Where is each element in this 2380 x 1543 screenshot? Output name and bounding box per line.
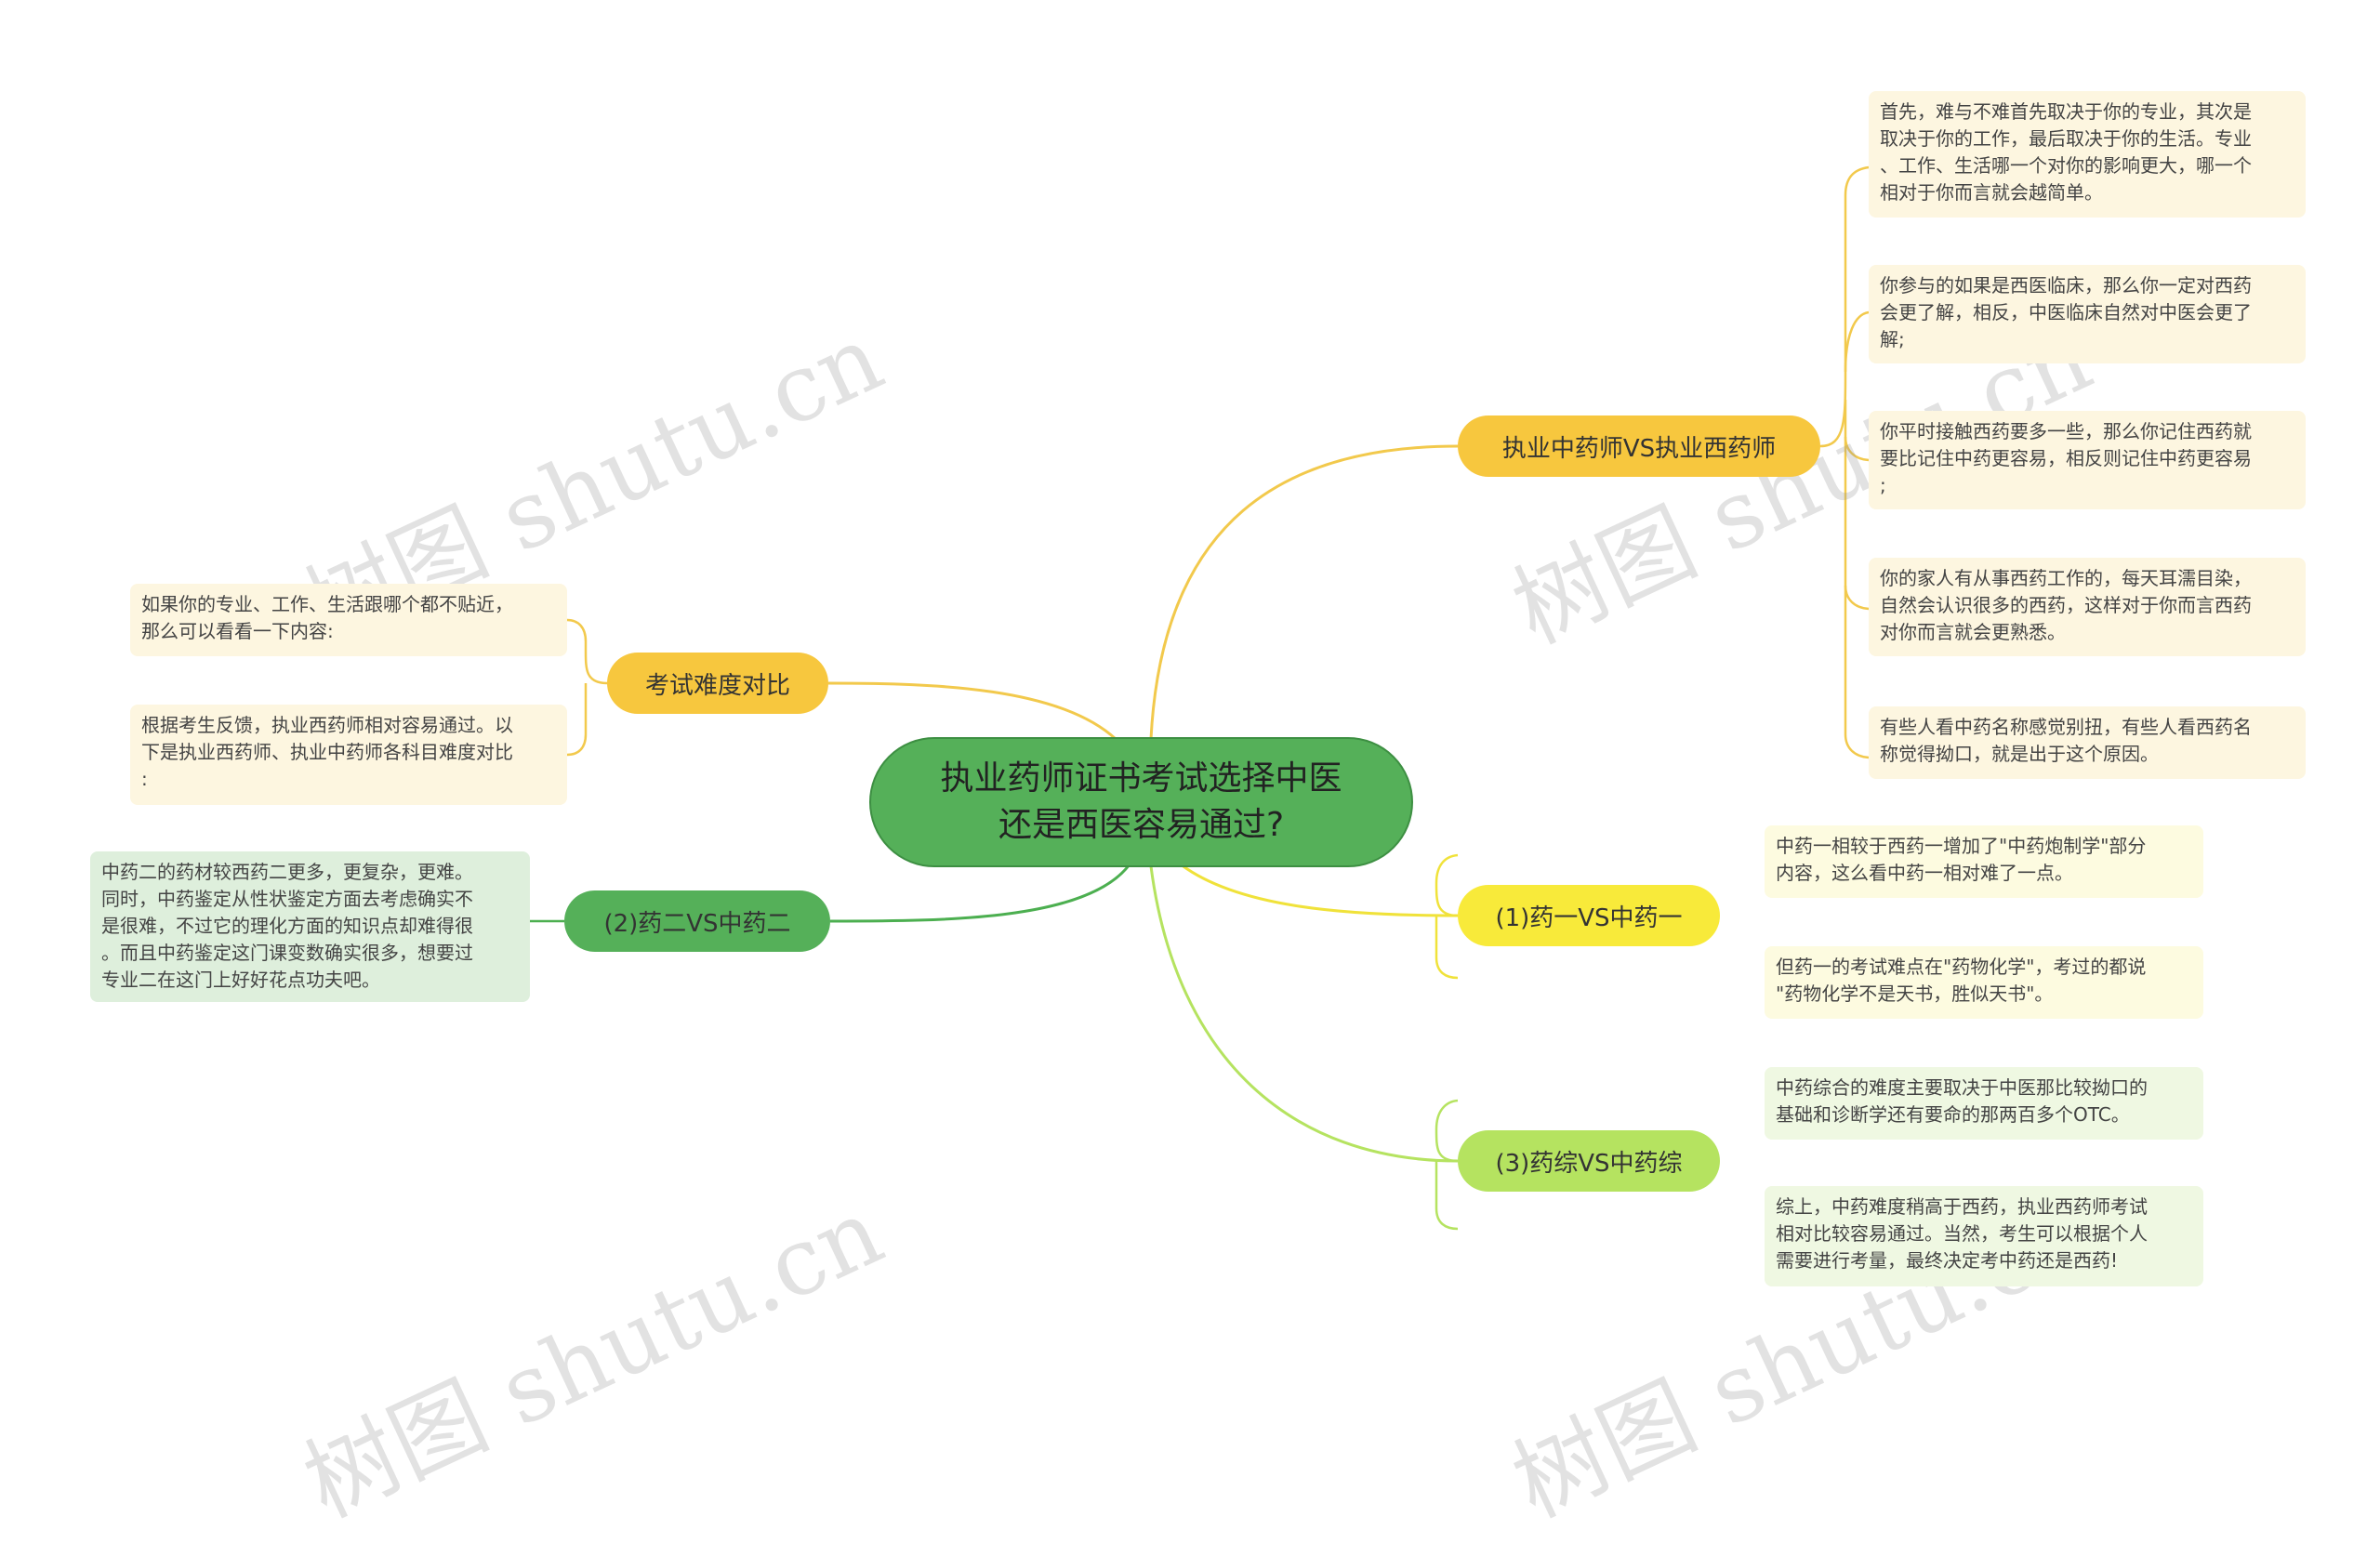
leaf-note[interactable]: 如果你的专业、工作、生活跟哪个都不贴近， 那么可以看看一下内容: (130, 584, 567, 656)
branch-yaoyi-vs-zhongyaoyi[interactable]: (1)药一VS中药一 (1458, 885, 1720, 946)
branch-zhongyao-vs-xiyao[interactable]: 执业中药师VS执业西药师 (1458, 415, 1820, 477)
branch-difficulty-compare[interactable]: 考试难度对比 (607, 653, 828, 714)
leaf-note[interactable]: 你平时接触西药要多一些，那么你记住西药就 要比记住中药更容易，相反则记住中药更容… (1869, 411, 2306, 509)
leaf-note[interactable]: 有些人看中药名称感觉别扭，有些人看西药名 称觉得拗口，就是出于这个原因。 (1869, 706, 2306, 779)
branch-yaoer-vs-zhongyaoer[interactable]: (2)药二VS中药二 (564, 890, 830, 952)
leaf-note[interactable]: 你参与的如果是西医临床，那么你一定对西药 会更了解，相反，中医临床自然对中医会更… (1869, 265, 2306, 363)
leaf-note[interactable]: 但药一的考试难点在"药物化学"，考过的都说 "药物化学不是天书，胜似天书"。 (1765, 946, 2203, 1019)
leaf-note[interactable]: 根据考生反馈，执业西药师相对容易通过。以 下是执业西药师、执业中药师各科目难度对… (130, 705, 567, 805)
edge-root-b2 (827, 681, 1117, 741)
edge-root-b3 (829, 864, 1131, 923)
leaf-note[interactable]: 中药综合的难度主要取决于中医那比较拗口的 基础和诊断学还有要命的那两百多个OTC… (1765, 1067, 2203, 1140)
edge-root-b1 (1149, 444, 1459, 740)
edge-root-b5 (1149, 865, 1459, 1163)
connector-lines (530, 165, 1870, 1231)
leaf-note[interactable]: 中药一相较于西药一增加了"中药炮制学"部分 内容，这么看中药一相对难了一点。 (1765, 825, 2203, 898)
branch-yaozong-vs-zhongyaozong[interactable]: (3)药综VS中药综 (1458, 1130, 1720, 1192)
branch-label: (2)药二VS中药二 (603, 909, 791, 938)
leaf-note[interactable]: 综上，中药难度稍高于西药，执业西药师考试 相对比较容易通过。当然，考生可以根据个… (1765, 1186, 2203, 1286)
branch-label: 执业中药师VS执业西药师 (1501, 434, 1777, 463)
root-topic[interactable]: 执业药师证书考试选择中医还是西医容易通过? (869, 737, 1413, 867)
edge-root-b4 (1180, 863, 1459, 917)
branch-label: (1)药一VS中药一 (1495, 903, 1683, 932)
root-topic-label: 执业药师证书考试选择中医还是西医容易通过? (940, 759, 1342, 844)
leaf-note[interactable]: 首先，难与不难首先取决于你的专业，其次是 取决于你的工作，最后取决于你的生活。专… (1869, 91, 2306, 218)
branch-label: (3)药综VS中药综 (1495, 1149, 1683, 1178)
leaf-note[interactable]: 中药二的药材较西药二更多，更复杂，更难。 同时，中药鉴定从性状鉴定方面去考虑确实… (90, 851, 530, 1002)
leaf-note[interactable]: 你的家人有从事西药工作的，每天耳濡目染， 自然会认识很多的西药，这样对于你而言西… (1869, 558, 2306, 656)
branch-label: 考试难度对比 (644, 671, 790, 700)
